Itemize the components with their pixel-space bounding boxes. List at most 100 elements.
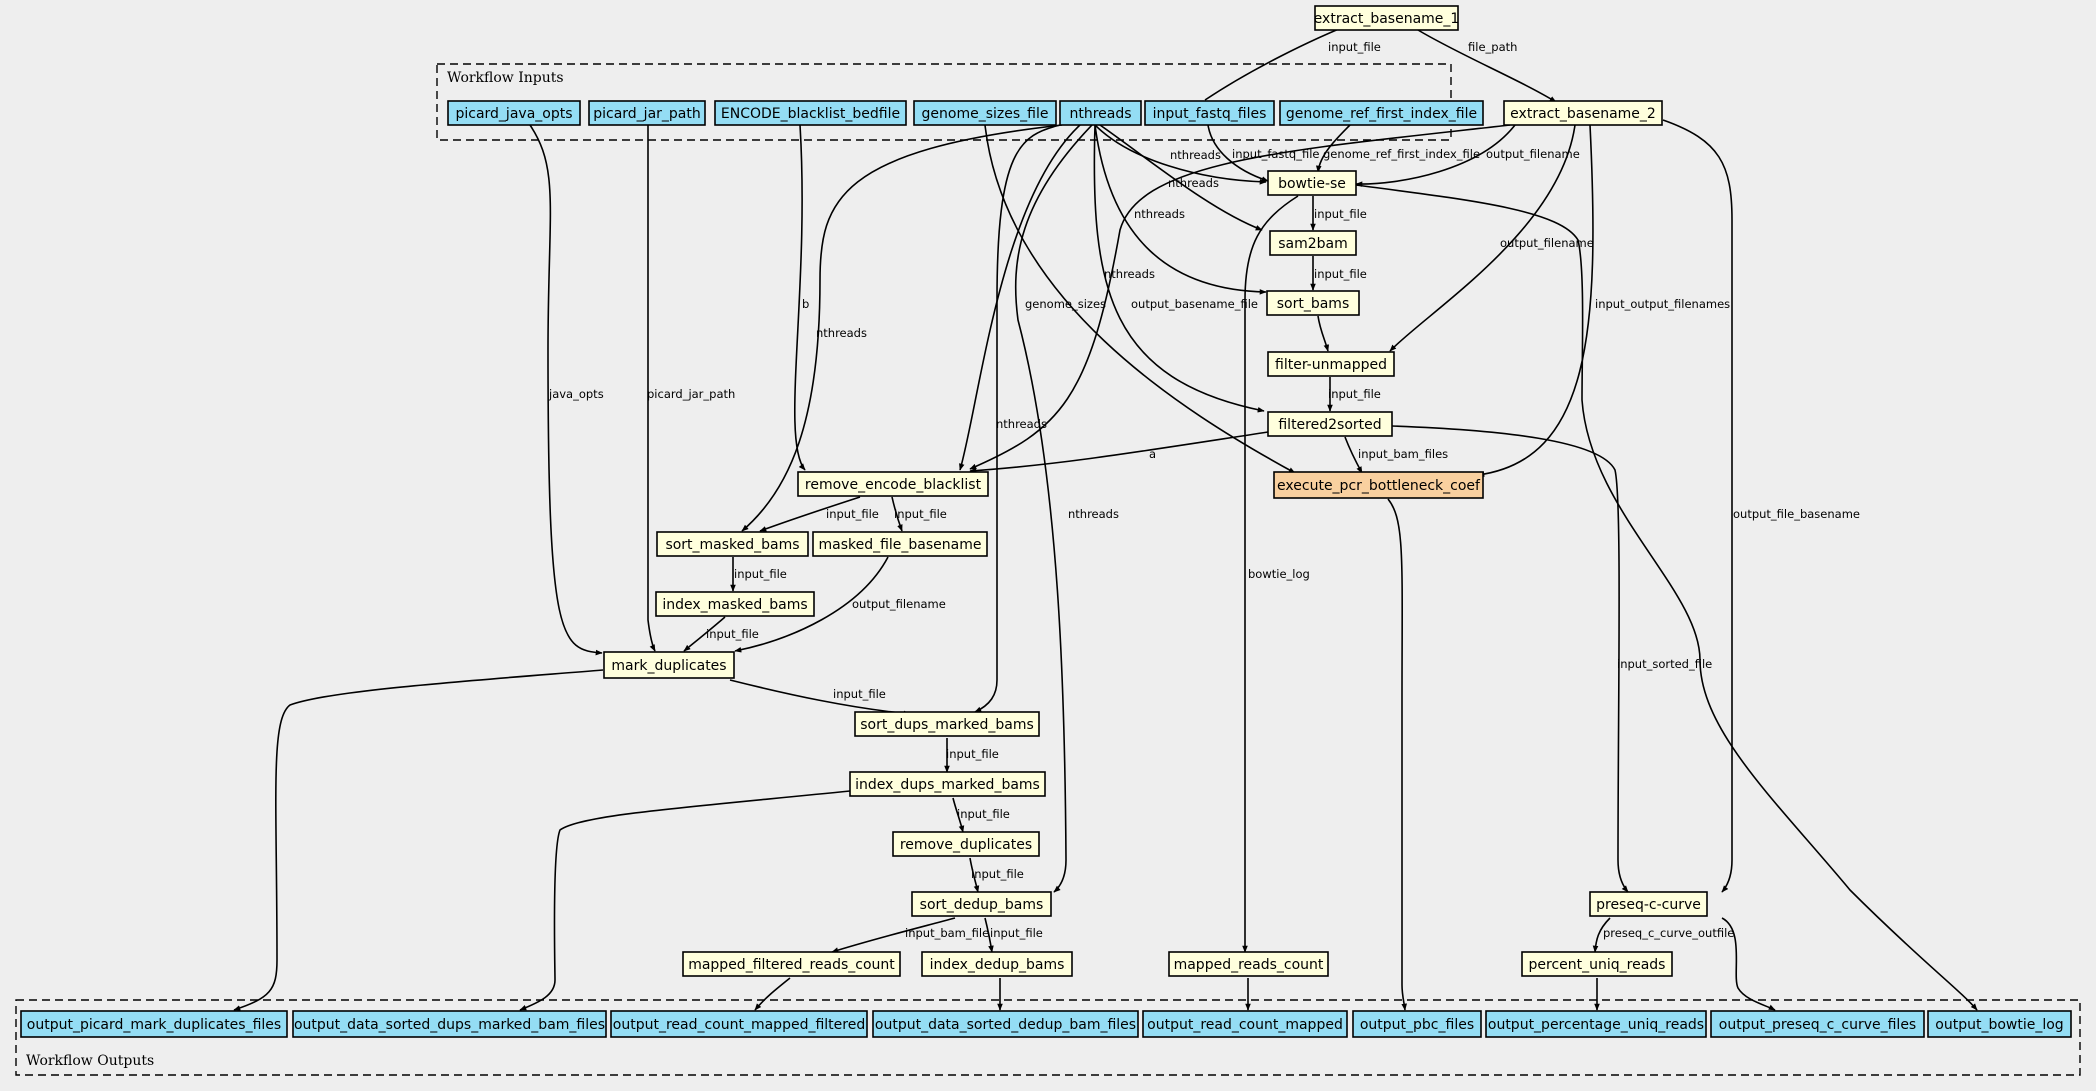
node-label: output_percentage_uniq_reads [1488,1017,1704,1033]
edge-encode_blacklist_bedfile-remove_encode_blacklist [793,124,806,471]
node-box [610,1010,868,1038]
cluster-workflow-inputs: Workflow Inputs [436,63,1452,141]
node-box [447,100,581,126]
node-box [1267,411,1393,437]
node-box [812,531,988,557]
node-label: remove_encode_blacklist [805,477,982,493]
node-box [854,711,1040,737]
edge-execute_pcr-output_pbc [1387,498,1407,1011]
edge-label: file_path [1468,40,1517,54]
node-box [1279,100,1484,126]
node-box [655,591,815,617]
node-box [1267,351,1395,377]
edge-sort_dedup_bams-index_dedup_bams [984,917,994,953]
node-filtered2sorted: filtered2sorted [1267,411,1393,437]
node-label: bowtie-se [1278,176,1346,192]
edge-preseq_c_curve-percent_uniq_reads [1592,917,1611,953]
edge-label: nthreads [1068,507,1119,521]
node-box [1267,170,1357,196]
edge-label: output_basename_file [1131,297,1258,311]
edge-nthreads-sort_dedup_bams [1014,124,1093,893]
edge-label: input_file [734,567,787,581]
node-percent-uniq-reads: percent_uniq_reads [1521,951,1673,977]
edge-label: nthreads [1168,176,1219,190]
node-label: mapped_reads_count [1174,957,1324,973]
node-bowtie-se: bowtie-se [1267,170,1357,196]
node-label: output_data_sorted_dups_marked_bam_files [294,1017,605,1033]
edge-bowtie_se-output_bowtie_log [1355,184,1978,1011]
node-index-masked-bams: index_masked_bams [655,591,815,617]
node-box [849,771,1046,797]
edge-index_masked_bams-mark_duplicates [683,616,726,652]
node-output-read-count-mapped-filtered: output_read_count_mapped_filtered [610,1010,868,1038]
edge-label: input_file [826,507,879,521]
node-label: genome_ref_first_index_file [1286,106,1477,122]
edge-mapped_filtered_reads_count-output [754,977,791,1011]
node-label: output_preseq_c_curve_files [1719,1017,1916,1033]
node-label: output_picard_mark_duplicates_files [27,1017,281,1033]
node-label: picard_jar_path [593,106,701,122]
node-label: sort_dedup_bams [920,897,1044,913]
node-label: output_bowtie_log [1935,1017,2063,1033]
edge-extract_basename_2-filter_unmapped [1389,124,1576,352]
node-index-dups-marked-bams: index_dups_marked_bams [849,771,1046,797]
node-box [913,100,1057,126]
node-label: extract_basename_1 [1314,11,1460,27]
edge-label: nthreads [1134,207,1185,221]
node-remove-encode-blacklist: remove_encode_blacklist [797,471,989,497]
node-label: sam2bam [1278,236,1348,252]
node-box [872,1010,1139,1038]
edge-label: input_file [971,867,1024,881]
node-label: nthreads [1069,106,1131,122]
edge-filtered2sorted-preseq_c_curve [1391,425,1629,893]
node-box [911,891,1052,917]
node-label: preseq-c-curve [1596,897,1701,913]
node-extract-basename-1: extract_basename_1 [1314,5,1460,31]
node-output-pbc-files: output_pbc_files [1352,1010,1482,1038]
node-label: sort_bams [1277,296,1350,312]
node-label: percent_uniq_reads [1529,957,1666,973]
node-nthreads: nthreads [1059,100,1142,126]
node-label: ENCODE_blacklist_bedfile [721,106,900,122]
edge-label: bowtie_log [1248,567,1310,581]
node-label: mapped_filtered_reads_count [688,957,895,973]
edge-picard_jar_path-mark_duplicates [647,125,656,652]
node-filter-unmapped: filter-unmapped [1267,351,1395,377]
node-box [1266,290,1360,316]
node-label: filtered2sorted [1278,417,1381,433]
node-box [1059,100,1142,126]
edge-label: nthreads [816,326,867,340]
node-box [20,1010,288,1038]
cluster-workflow-inputs-label: Workflow Inputs [447,70,564,86]
node-box [1589,891,1708,917]
node-box [588,100,706,126]
edge-label: input_sorted_file [1617,657,1712,671]
edge-masked_file_basename-mark_duplicates [734,556,889,653]
edge-extract_basename_2-remove_encode_blacklist [969,124,1511,470]
edge-filtered2sorted-execute_pcr [1344,436,1363,474]
edge-preseq_c_curve-output_preseq [1721,917,1776,1011]
edge-remove_encode_blacklist-masked_file_basename [891,496,903,532]
edge-label: input_file [990,926,1043,940]
node-mark-duplicates: mark_duplicates [603,651,735,679]
edge-label: input_file [1328,40,1381,54]
node-label: filter-unmapped [1275,357,1387,373]
node-picard-java-opts: picard_java_opts [447,100,581,126]
node-label: remove_duplicates [900,837,1032,853]
edge-sort_bams-filter_unmapped [1317,315,1330,352]
edge-label: a [1149,447,1156,461]
edge-extract_basename_2-bowtie_se [1355,124,1516,187]
node-label: index_masked_bams [662,597,807,613]
edge-label: input_fastq_file [1232,147,1320,161]
node-masked-file-basename: masked_file_basename [812,531,988,557]
node-box [1144,100,1275,126]
node-box [1521,951,1673,977]
node-index-dedup-bams: index_dedup_bams [921,951,1073,977]
node-label: masked_file_basename [818,537,981,553]
node-genome-sizes-file: genome_sizes_file [913,100,1057,126]
edge-filtered2sorted-remove_encode_blacklist [969,431,1269,474]
node-picard-jar-path: picard_jar_path [588,100,706,126]
edge-label: input_file [957,807,1010,821]
node-label: input_fastq_files [1153,106,1267,122]
